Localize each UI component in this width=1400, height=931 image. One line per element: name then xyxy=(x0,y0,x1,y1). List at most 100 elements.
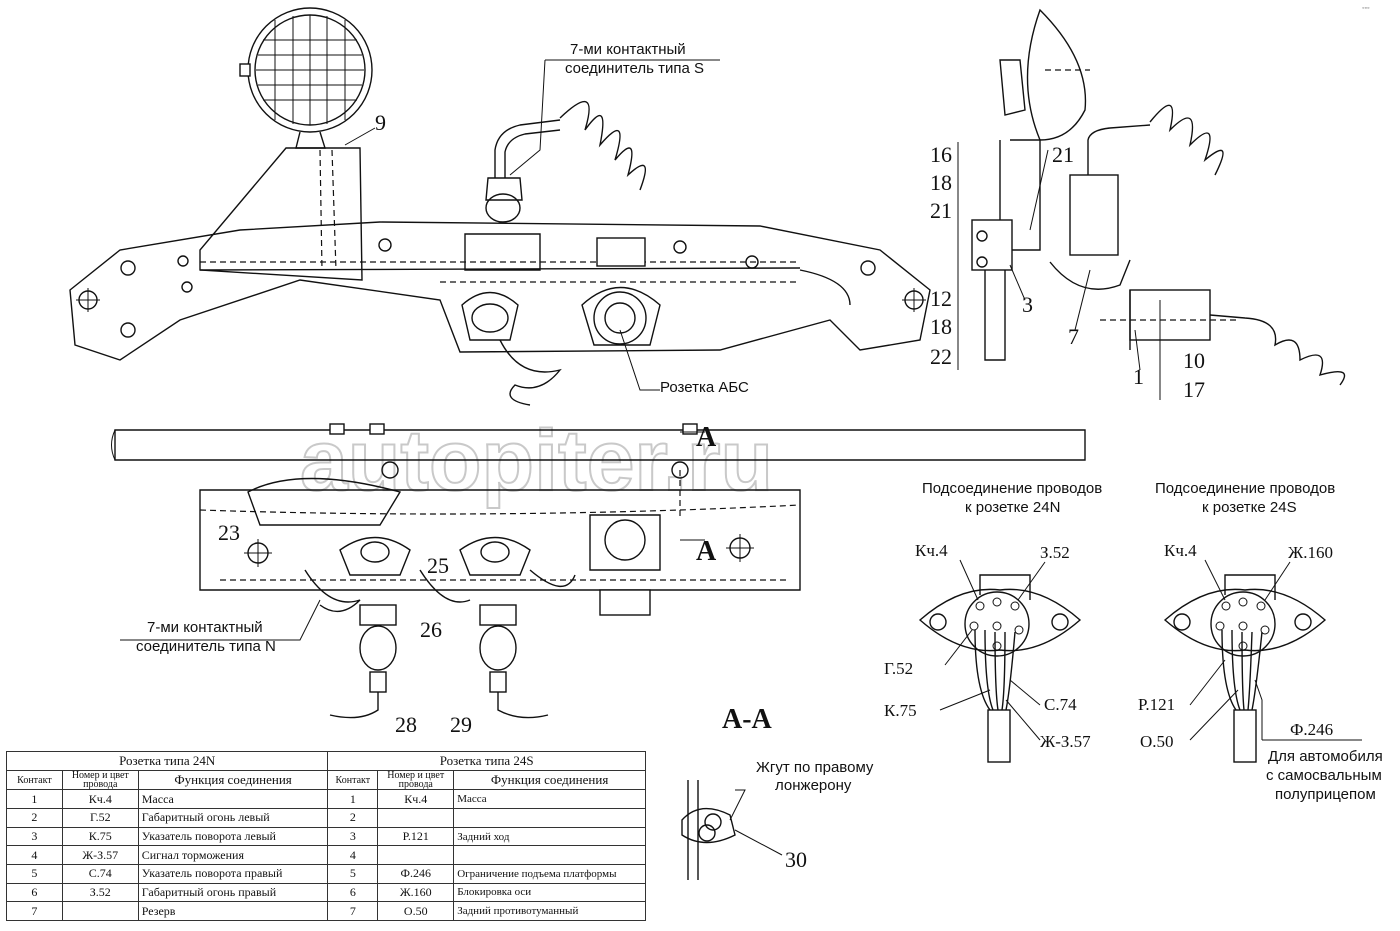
conn-24s-title-2: к розетке 24S xyxy=(1202,499,1297,516)
side-view xyxy=(957,8,1346,400)
cell-contact: 3 xyxy=(327,826,379,847)
callout-29: 29 xyxy=(450,712,472,737)
cell-wire: Кч.4 xyxy=(377,789,455,810)
cell-function: Габаритный огонь правый xyxy=(137,882,329,903)
callout-28: 28 xyxy=(395,712,417,737)
col-contact-24n: Контакт xyxy=(6,769,63,791)
callout-18b: 18 xyxy=(930,314,952,339)
cell-function: Задний противотуманный xyxy=(453,901,646,921)
dump-note-1: Для автомобиля xyxy=(1268,748,1383,765)
w24n-bottom-right: Ж-З.57 xyxy=(1040,732,1091,751)
cell-contact: 4 xyxy=(6,845,63,865)
cell-wire: Г.52 xyxy=(61,808,139,828)
cell-contact: 4 xyxy=(327,845,379,865)
callout-16: 16 xyxy=(930,142,952,167)
section-mark-top: А xyxy=(696,422,717,453)
cell-function: Масса xyxy=(137,789,329,810)
callout-1: 1 xyxy=(1133,364,1144,389)
connector-s-line1: 7-ми контактный xyxy=(570,41,686,58)
callout-30: 30 xyxy=(785,847,807,872)
callout-12: 12 xyxy=(930,286,952,311)
w24n-top-right: З.52 xyxy=(1040,543,1070,562)
cell-function: Указатель поворота правый xyxy=(137,863,329,884)
callout-9: 9 xyxy=(375,110,386,135)
callout-18a: 18 xyxy=(930,170,952,195)
connector-n-line2: соединитель типа N xyxy=(136,638,276,655)
cell-wire xyxy=(61,901,139,921)
w24s-left: Р.121 xyxy=(1138,695,1175,714)
callout-7: 7 xyxy=(1068,324,1079,349)
cell-wire xyxy=(377,808,455,828)
conn-24n-title-1: Подсоединение проводов xyxy=(922,480,1102,497)
dump-note-2: с самосвальным xyxy=(1266,767,1382,784)
wiring-table: Розетка типа 24N Розетка типа 24S Контак… xyxy=(5,751,646,921)
socket-24n xyxy=(918,559,1082,763)
w24n-bottom-left: К.75 xyxy=(884,701,917,720)
cell-function: Блокировка оси xyxy=(453,882,646,903)
conn-24s-title-1: Подсоединение проводов xyxy=(1155,480,1335,497)
cell-wire: Ж.160 xyxy=(377,882,455,903)
section-title: А-А xyxy=(722,704,773,735)
cell-function: Задний ход xyxy=(453,826,646,847)
cell-contact: 3 xyxy=(6,826,63,847)
w24n-right: С.74 xyxy=(1044,695,1077,714)
cell-contact: 2 xyxy=(6,808,63,828)
dump-note-3: полуприцепом xyxy=(1275,786,1376,803)
callout-22: 22 xyxy=(930,344,952,369)
harness-label-2: лонжерону xyxy=(775,777,852,794)
socket-24s xyxy=(1163,559,1327,763)
callout-26: 26 xyxy=(420,617,442,642)
cell-contact: 1 xyxy=(327,789,379,810)
cell-wire: Ф.246 xyxy=(377,863,455,884)
callout-21b: 21 xyxy=(1052,142,1074,167)
cell-contact: 6 xyxy=(6,882,63,903)
cell-contact: 5 xyxy=(327,863,379,884)
connector-s-line2: соединитель типа S xyxy=(565,60,704,77)
cell-contact: 1 xyxy=(6,789,63,810)
top-left-assembly xyxy=(69,7,931,406)
col-contact-24s: Контакт xyxy=(327,769,379,791)
col-function-24s: Функция соединения xyxy=(453,769,646,791)
cell-function xyxy=(453,808,646,828)
callout-23: 23 xyxy=(218,520,240,545)
abs-socket-label: Розетка АБС xyxy=(660,379,749,396)
middle-assembly xyxy=(111,423,1086,719)
cell-wire: О.50 xyxy=(377,901,455,921)
conn-24n-title-2: к розетке 24N xyxy=(965,499,1060,516)
cell-wire: Ж-З.57 xyxy=(61,845,139,865)
cell-function: Сигнал торможения xyxy=(137,845,329,865)
cell-contact: 6 xyxy=(327,882,379,903)
cell-wire xyxy=(377,845,455,865)
cell-contact: 5 xyxy=(6,863,63,884)
section-mark-bottom: А xyxy=(696,536,717,567)
cell-function xyxy=(453,845,646,865)
w24n-top-left: Кч.4 xyxy=(915,541,948,560)
cell-function: Масса xyxy=(453,789,646,810)
connector-n-line1: 7-ми контактный xyxy=(147,619,263,636)
cell-contact: 2 xyxy=(327,808,379,828)
callout-10: 10 xyxy=(1183,348,1205,373)
w24s-bottom-left: О.50 xyxy=(1140,732,1174,751)
callout-21a: 21 xyxy=(930,198,952,223)
harness-label-1: Жгут по правому xyxy=(756,759,874,776)
cell-wire: Кч.4 xyxy=(61,789,139,810)
cell-contact: 7 xyxy=(327,901,379,921)
cell-wire: З.52 xyxy=(61,882,139,903)
cell-wire: К.75 xyxy=(61,826,139,847)
cell-wire: Р.121 xyxy=(377,826,455,847)
table-header-24s: Розетка типа 24S xyxy=(327,751,646,771)
harness-detail xyxy=(681,780,783,880)
w24s-top-left: Кч.4 xyxy=(1164,541,1197,560)
